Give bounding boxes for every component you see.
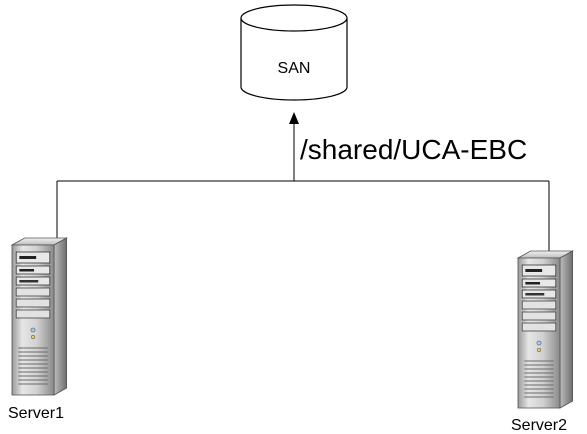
server1[interactable]: Server1: [8, 237, 68, 422]
server2-tower-icon: [517, 250, 574, 409]
san-storage[interactable]: SAN: [240, 4, 348, 101]
san-cylinder-top: [240, 4, 348, 32]
server2-label: Server2: [511, 417, 567, 434]
san-label: SAN: [278, 60, 311, 77]
connection-lines: [56, 123, 550, 256]
server2[interactable]: Server2: [511, 250, 574, 434]
share-path-label: /shared/UCA-EBC: [300, 134, 527, 165]
server1-tower-icon: [11, 237, 68, 396]
server1-label: Server1: [8, 405, 64, 422]
san-cylinder-body: [240, 18, 348, 101]
arrow-head: [289, 112, 299, 124]
